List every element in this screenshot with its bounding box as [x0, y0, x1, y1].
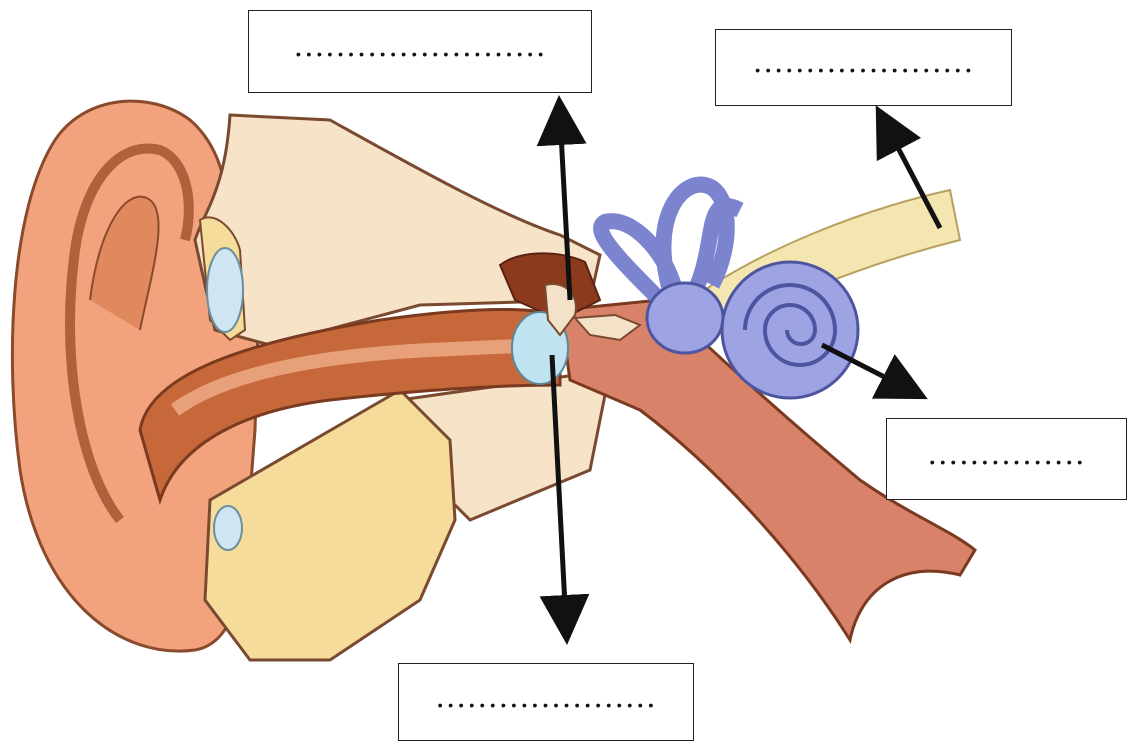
semicircular-canals: [601, 185, 740, 300]
vestibule: [647, 283, 723, 353]
label-box-right[interactable]: ...............: [886, 418, 1127, 500]
label-blank-bottom: .....................: [435, 680, 656, 725]
label-box-top-right[interactable]: .....................: [715, 29, 1012, 106]
label-blank-right: ...............: [927, 437, 1085, 482]
label-blank-top: ........................: [294, 29, 547, 74]
cochlea: [722, 262, 858, 398]
label-box-top[interactable]: ........................: [248, 10, 592, 93]
label-box-bottom[interactable]: .....................: [398, 663, 694, 741]
label-blank-top-right: .....................: [753, 45, 974, 90]
